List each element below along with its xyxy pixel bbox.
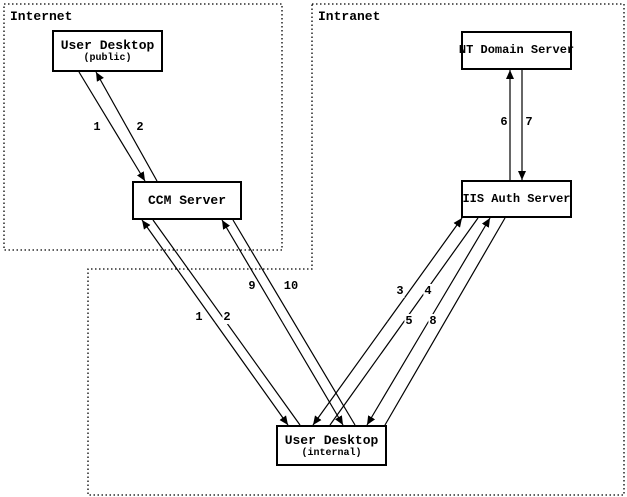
edge-internal-desktop-iis-step8	[384, 217, 506, 426]
node-user-desktop-public-sublabel: (public)	[83, 53, 132, 64]
edge-internal-desktop-ccm-step9	[221, 219, 284, 323]
intranet-region-label: Intranet	[318, 9, 381, 24]
edge-step-label-9: 9	[247, 279, 257, 293]
edge-internal-desktop-iis-step3	[387, 217, 463, 322]
edge-step-label-7: 7	[524, 115, 534, 129]
edge-step-label-1: 1	[194, 310, 204, 324]
node-user-desktop-internal-sublabel: (internal)	[301, 447, 362, 459]
edge-ccm-to-public-desktop-step2	[95, 71, 158, 182]
edge-internal-desktop-ccm-step10	[232, 219, 356, 426]
edge-step-label-1: 1	[92, 120, 102, 134]
edge-internal-desktop-ccm-step1	[214, 322, 289, 426]
edge-step-label-6: 6	[499, 115, 509, 129]
node-iis-auth-server: IIS Auth Server	[461, 180, 572, 218]
node-user-desktop-public: User Desktop (public)	[52, 30, 163, 72]
node-nt-domain-server: NT Domain Server	[458, 31, 575, 70]
node-user-desktop-public-label: User Desktop	[60, 38, 155, 53]
edge-step-label-2: 2	[222, 310, 232, 324]
node-iis-auth-server-label: IIS Auth Server	[462, 191, 571, 206]
edge-step-label-2: 2	[135, 120, 145, 134]
edge-internal-desktop-iis-step4	[329, 217, 479, 426]
node-nt-domain-server-label: NT Domain Server	[458, 43, 575, 57]
edge-step-label-4: 4	[423, 284, 433, 298]
node-user-desktop-internal: User Desktop (internal)	[276, 425, 387, 466]
edge-public-desktop-to-ccm-step1	[78, 71, 146, 182]
edge-step-label-5: 5	[404, 314, 414, 328]
edge-internal-desktop-ccm-step1	[141, 219, 216, 323]
intranet-region-border	[87, 3, 625, 496]
edge-step-label-8: 8	[428, 314, 438, 328]
edge-internal-desktop-iis-step5	[427, 217, 491, 322]
edge-internal-desktop-iis-step3	[312, 321, 388, 426]
node-ccm-server-label: CCM Server	[147, 193, 226, 208]
node-ccm-server: CCM Server	[132, 181, 242, 220]
edge-internal-desktop-ccm-step9	[281, 322, 344, 426]
edge-step-label-3: 3	[395, 284, 405, 298]
internet-region-label: Internet	[10, 9, 73, 24]
edge-step-label-10: 10	[282, 279, 300, 293]
edge-internal-desktop-iis-step5	[366, 321, 430, 426]
node-user-desktop-internal-label: User Desktop	[284, 432, 379, 448]
internet-region-border	[3, 3, 283, 251]
